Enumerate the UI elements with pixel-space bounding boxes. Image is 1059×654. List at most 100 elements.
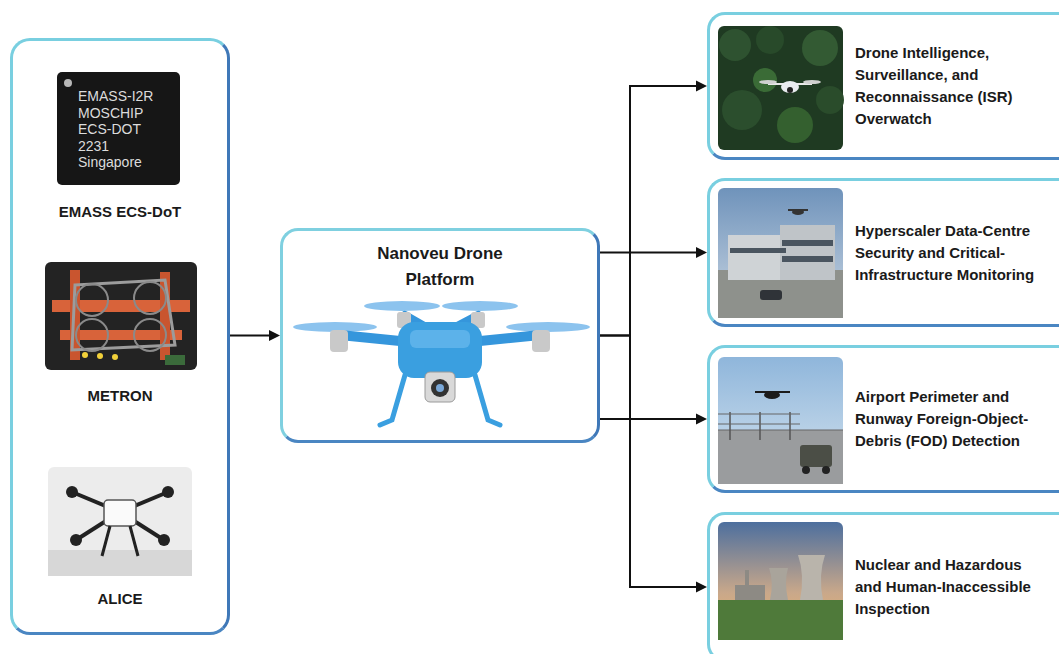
datacentre-image [780,225,835,280]
arrowhead [696,582,707,593]
airport-image [729,412,731,440]
drone-illustration [398,322,482,378]
metron-image [76,284,108,316]
platform-title: Nanoveu Drone Platform [360,241,520,293]
drone-illustration [442,301,518,311]
datacentre-image [782,256,833,262]
nuclear-image [769,568,788,600]
connector-line [600,418,697,420]
chip-text: MOSCHIP [78,105,153,122]
metron-image [134,319,166,351]
isr-image [722,90,762,130]
alice-image [102,526,110,556]
nuclear-image [745,570,749,586]
isr-image [718,26,843,150]
application-box: Drone Intelligence, Surveillance, and Re… [707,12,1059,160]
chip-text: Singapore [78,154,153,171]
datacentre-image [730,248,786,253]
arrowhead [696,247,707,258]
connector-line [230,335,270,337]
chip-image [57,72,180,185]
drone-illustration [410,330,470,348]
component-caption: EMASS ECS-DoT [30,202,210,222]
chip-image [57,72,180,185]
drone-illustration [475,375,500,425]
metron-image [112,354,118,360]
airport-image [759,412,761,440]
alice-image [48,467,192,576]
drone-illustration [431,379,449,397]
drone-illustration [293,301,590,425]
isr-image [759,80,777,84]
airport-image [718,430,843,484]
datacentre-image [728,235,788,280]
nuclear-image [718,522,843,640]
chip-text: ECS-DOT [78,121,153,138]
metron-image [45,262,197,370]
application-label: Airport Perimeter and Runway Foreign-Obj… [855,386,1047,452]
datacentre-image [760,290,782,300]
isr-image [718,26,844,150]
isr-image [719,29,751,61]
metron-image [72,280,175,350]
nuclear-image [718,522,843,640]
airport-image [764,391,780,399]
isr-image [803,80,821,84]
connector [600,81,707,336]
arrowhead [696,81,707,92]
airport-image [822,466,830,474]
chip-text: EMASS-I2R [78,88,153,105]
isr-image [753,68,777,92]
alice-image [104,500,136,526]
datacentre-image [792,209,804,215]
application-box: Hyperscaler Data-Centre Security and Cri… [707,178,1059,327]
component-item: METRON [30,255,210,410]
nuclear-image [718,600,843,640]
component-caption: ALICE [30,589,210,609]
component-caption: METRON [30,386,210,406]
drone-illustration [330,330,348,352]
isr-image [756,26,784,54]
application-label: Drone Intelligence, Surveillance, and Re… [855,42,1047,130]
arrowhead [269,330,280,341]
alice-image [162,486,174,498]
component-item: ALICE [30,460,210,613]
isr-image [816,86,844,114]
airport-image [718,357,843,484]
metron-image [45,262,197,370]
datacentre-image [718,188,843,318]
metron-image [82,352,88,358]
application-label: Nuclear and Hazardous and Human-Inaccess… [855,554,1047,620]
nuclear-image [798,555,825,600]
connector-line [600,252,697,254]
datacentre-image [782,240,833,246]
application-box: Nuclear and Hazardous and Human-Inaccess… [707,512,1059,654]
application-box: Airport Perimeter and Runway Foreign-Obj… [707,345,1059,493]
arrowhead [696,414,707,425]
isr-image [777,107,813,143]
drone-illustration [532,330,550,352]
nuclear-image [735,585,765,600]
component-item: EMASS ECS-DoT [30,60,210,226]
chip-text: 2231 [78,138,153,155]
metron-image [76,319,108,351]
connector-line [600,86,697,336]
application-label: Hyperscaler Data-Centre Security and Cri… [855,220,1047,286]
chip-image [64,79,72,87]
alice-image [158,534,170,546]
drone-illustration [436,384,444,392]
airport-image [718,414,800,415]
drone-illustration [364,301,440,311]
airport-image [789,412,791,440]
airport-image [718,430,843,431]
alice-image [48,467,192,576]
airport-image [800,445,832,467]
airport-image [802,466,810,474]
isr-image [802,30,838,66]
metron-image [97,353,103,359]
alice-image [66,486,78,498]
connector [600,414,707,425]
connector-line [600,336,697,588]
connector [230,330,280,341]
